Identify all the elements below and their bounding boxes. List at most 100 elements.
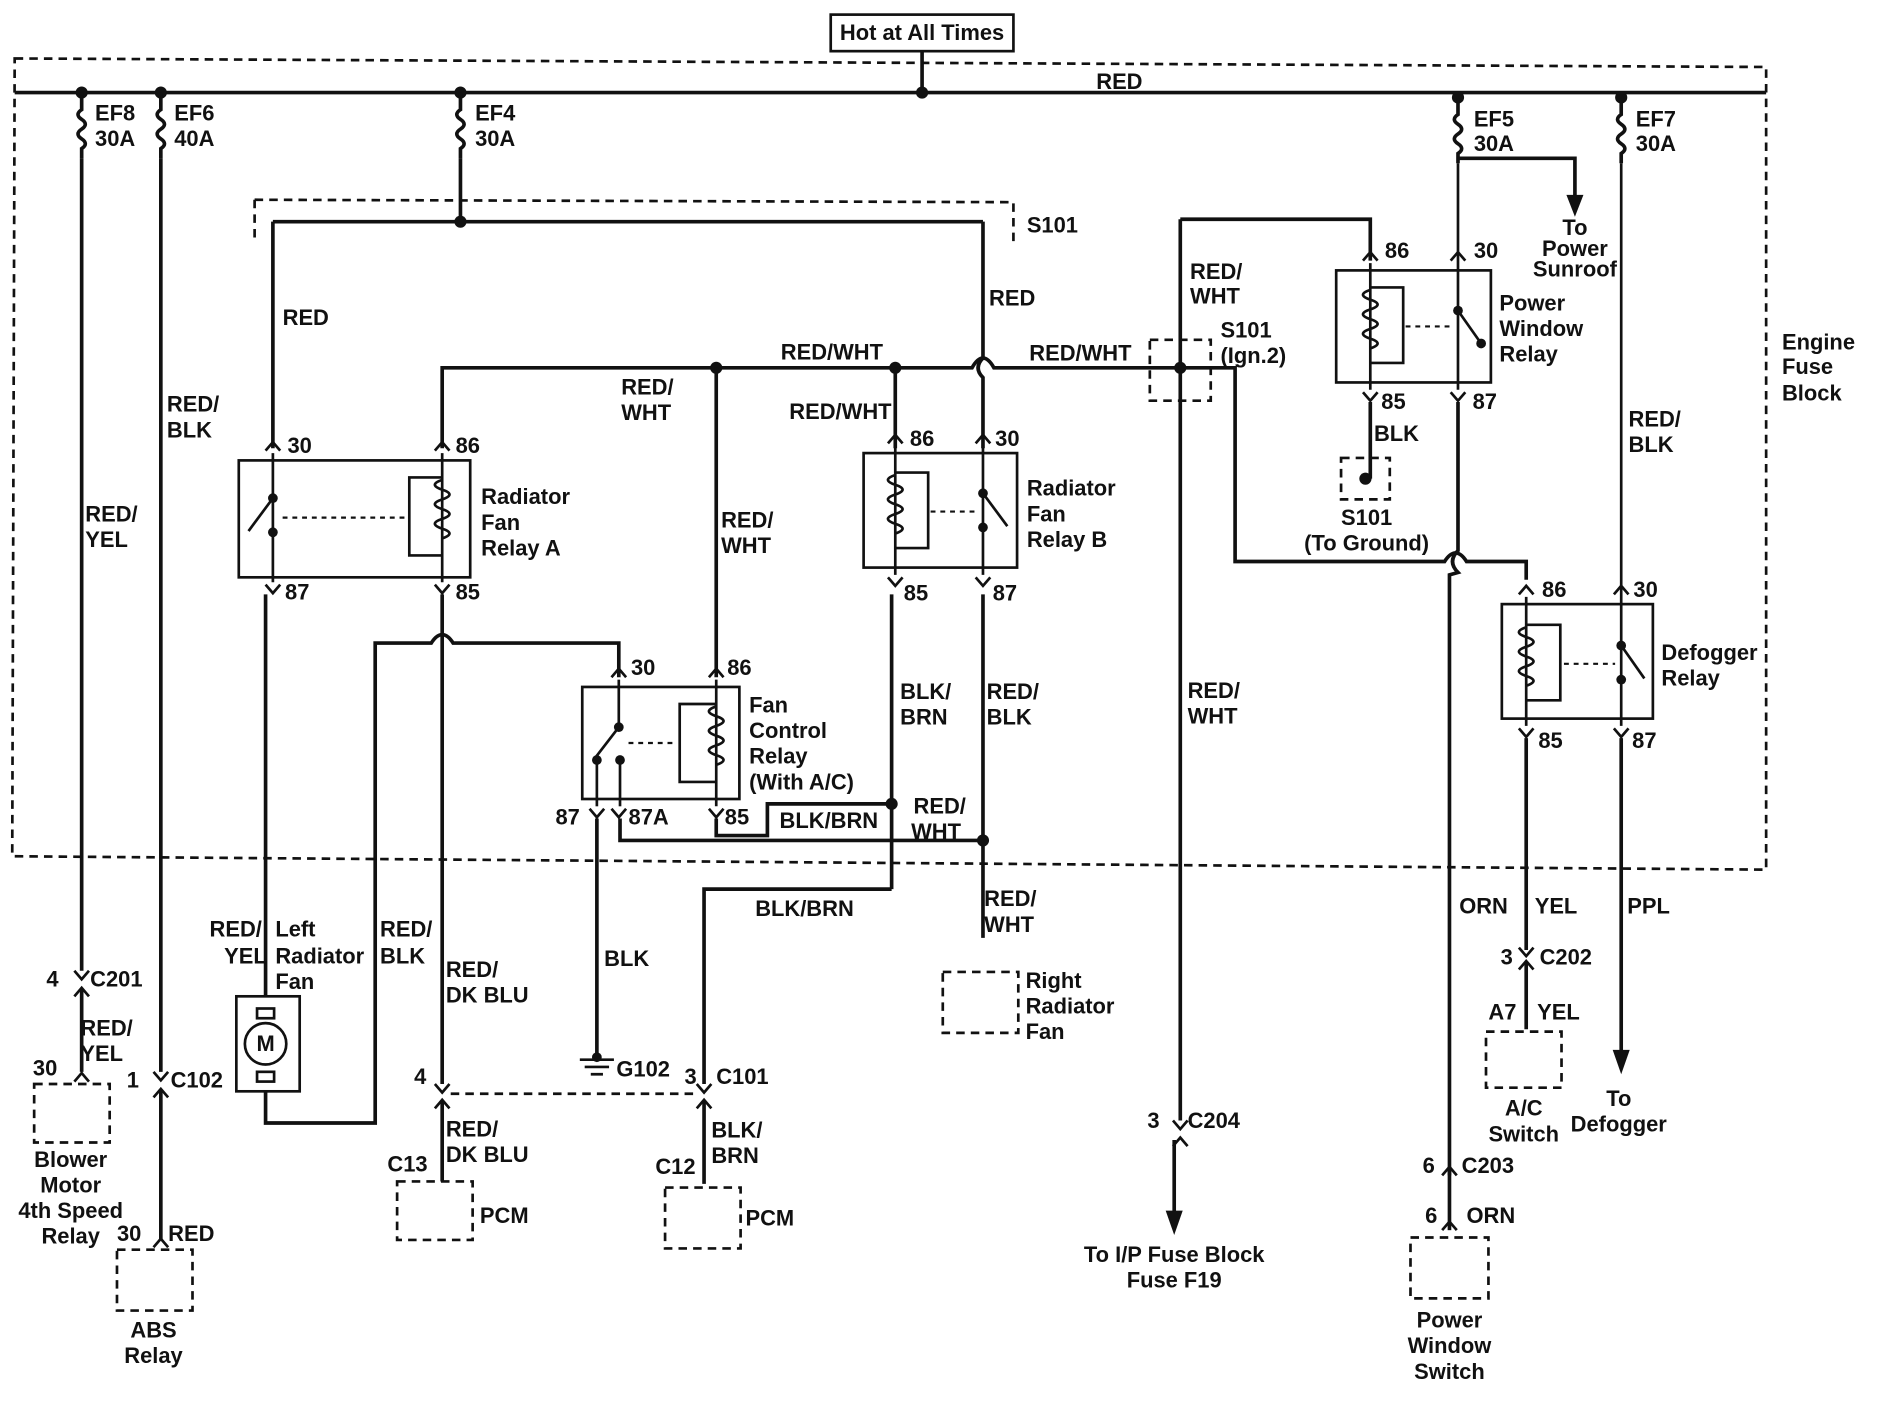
svg-text:Relay: Relay — [1661, 666, 1720, 691]
wire-ef8-feed: RED/ YEL — [79, 158, 138, 971]
svg-text:6: 6 — [1425, 1203, 1437, 1228]
svg-text:4th Speed: 4th Speed — [18, 1198, 123, 1223]
svg-text:Power: Power — [1417, 1308, 1483, 1333]
svg-text:RED/: RED/ — [914, 794, 966, 819]
svg-text:DK BLU: DK BLU — [446, 982, 529, 1007]
svg-text:WHT: WHT — [911, 819, 961, 844]
svg-text:87: 87 — [1473, 389, 1497, 414]
wire-red-wht-run: RED/WHT RED/WHT RED/ WHT RED/WHT — [440, 339, 1529, 580]
header-title: Hot at All Times — [840, 20, 1004, 45]
svg-text:RED: RED — [168, 1221, 214, 1246]
svg-text:30: 30 — [1474, 238, 1498, 263]
svg-text:3: 3 — [685, 1064, 697, 1089]
svg-text:RED/: RED/ — [85, 501, 137, 526]
fuse-ef8: EF8 30A — [76, 92, 135, 159]
wire-ef6-feed: RED/ BLK — [159, 158, 219, 1072]
svg-text:To: To — [1562, 215, 1587, 240]
svg-text:30A: 30A — [1474, 131, 1514, 156]
svg-text:RED: RED — [989, 286, 1035, 311]
svg-text:BLK/: BLK/ — [900, 679, 951, 704]
splice-s101-ground: BLK S101 (To Ground) — [1304, 401, 1429, 556]
wire-to-sunroof: To Power Sunroof — [1457, 156, 1618, 281]
svg-text:30: 30 — [288, 433, 312, 458]
wire-blk-brn: BLK/ BRN BLK/BRN BLK/BRN 3 C101 BLK/ BRN… — [655, 594, 951, 1250]
svg-text:85: 85 — [904, 580, 928, 605]
svg-text:Left: Left — [275, 917, 316, 942]
svg-text:Fan: Fan — [1026, 1019, 1065, 1044]
svg-text:S101: S101 — [1220, 317, 1271, 342]
svg-text:86: 86 — [1385, 238, 1409, 263]
svg-text:Fuse F19: Fuse F19 — [1127, 1267, 1222, 1292]
wire-ppl-defogger: PPL To Defogger — [1571, 738, 1670, 1137]
svg-text:3: 3 — [1147, 1108, 1159, 1133]
svg-text:C102: C102 — [171, 1068, 223, 1093]
svg-text:BLK/BRN: BLK/BRN — [755, 896, 854, 921]
svg-text:Switch: Switch — [1414, 1359, 1485, 1384]
svg-text:Radiator: Radiator — [1026, 993, 1115, 1018]
svg-text:RED/: RED/ — [446, 957, 498, 982]
svg-text:RED/: RED/ — [380, 917, 432, 942]
svg-text:YEL: YEL — [80, 1041, 123, 1066]
svg-text:Sunroof: Sunroof — [1533, 256, 1618, 281]
svg-text:RED/: RED/ — [987, 679, 1039, 704]
svg-text:(Ign.2): (Ign.2) — [1220, 343, 1286, 368]
svg-text:Defogger: Defogger — [1661, 640, 1758, 665]
svg-text:86: 86 — [910, 426, 934, 451]
wire-abs-relay: 1 C102 30 RED ABS Relay — [115, 1068, 223, 1368]
wire-red-dkblu: RED/ DK BLU 4 RED/ DK BLU C13 PCM — [387, 594, 529, 1242]
svg-text:Fan: Fan — [1027, 501, 1066, 526]
svg-text:BLK: BLK — [380, 943, 425, 968]
svg-text:30: 30 — [1633, 577, 1657, 602]
wire-orn-power-window: ORN — [1447, 401, 1508, 1176]
svg-text:BLK: BLK — [987, 705, 1032, 730]
svg-text:WHT: WHT — [1188, 703, 1238, 728]
wire-blk-ground: BLK G102 — [579, 818, 670, 1082]
svg-text:YEL: YEL — [224, 943, 267, 968]
svg-text:PCM: PCM — [745, 1205, 794, 1230]
svg-text:Power: Power — [1542, 236, 1608, 261]
svg-text:Blower: Blower — [34, 1147, 108, 1172]
right-radiator-fan: Right Radiator Fan — [941, 968, 1115, 1044]
wire-yel-ac-switch: YEL 3 C202 A7 YEL A/C Switch — [1484, 738, 1592, 1146]
svg-text:EF4: EF4 — [475, 101, 516, 126]
svg-text:S101: S101 — [1341, 505, 1392, 530]
svg-text:EF5: EF5 — [1474, 107, 1514, 132]
svg-text:BLK: BLK — [604, 946, 649, 971]
svg-text:Radiator: Radiator — [481, 484, 570, 509]
svg-text:C202: C202 — [1540, 945, 1592, 970]
svg-text:ORN: ORN — [1459, 893, 1508, 918]
svg-text:RED/: RED/ — [621, 375, 673, 400]
fan-control-relay: 30 86 87 87A 85 Fan Control Relay (With … — [555, 655, 854, 830]
svg-text:4: 4 — [46, 967, 59, 992]
svg-text:85: 85 — [725, 805, 749, 830]
svg-text:Switch: Switch — [1488, 1121, 1559, 1146]
svg-text:Right: Right — [1026, 968, 1083, 993]
svg-text:PPL: PPL — [1627, 893, 1670, 918]
svg-text:85: 85 — [1381, 389, 1405, 414]
svg-text:PCM: PCM — [480, 1203, 529, 1228]
svg-text:30: 30 — [117, 1221, 141, 1246]
svg-text:30: 30 — [631, 655, 655, 680]
svg-text:EF7: EF7 — [1636, 107, 1676, 132]
svg-text:A/C: A/C — [1505, 1096, 1543, 1121]
radiator-fan-relay-a: 30 86 87 85 Radiator Fan Relay A — [237, 433, 570, 604]
fuse-ef7: EF7 30A — [1615, 97, 1676, 164]
svg-text:RED/: RED/ — [1629, 406, 1681, 431]
svg-text:Engine: Engine — [1782, 330, 1855, 355]
svg-text:BRN: BRN — [900, 705, 947, 730]
svg-text:WHT: WHT — [621, 400, 671, 425]
svg-text:WHT: WHT — [721, 533, 771, 558]
svg-text:Relay B: Relay B — [1027, 527, 1107, 552]
svg-text:BLK: BLK — [1374, 421, 1419, 446]
svg-text:C101: C101 — [716, 1064, 768, 1089]
svg-text:Fuse: Fuse — [1782, 354, 1833, 379]
svg-text:85: 85 — [456, 579, 480, 604]
svg-text:C203: C203 — [1462, 1153, 1514, 1178]
svg-text:DK BLU: DK BLU — [446, 1142, 529, 1167]
svg-text:RED/WHT: RED/WHT — [1029, 341, 1132, 366]
svg-text:EF6: EF6 — [174, 101, 214, 126]
svg-text:Relay: Relay — [1499, 342, 1558, 367]
svg-text:YEL: YEL — [1537, 999, 1580, 1024]
power-window-relay: 86 30 85 87 Power Window Relay — [1334, 163, 1584, 414]
svg-text:To: To — [1606, 1086, 1631, 1111]
